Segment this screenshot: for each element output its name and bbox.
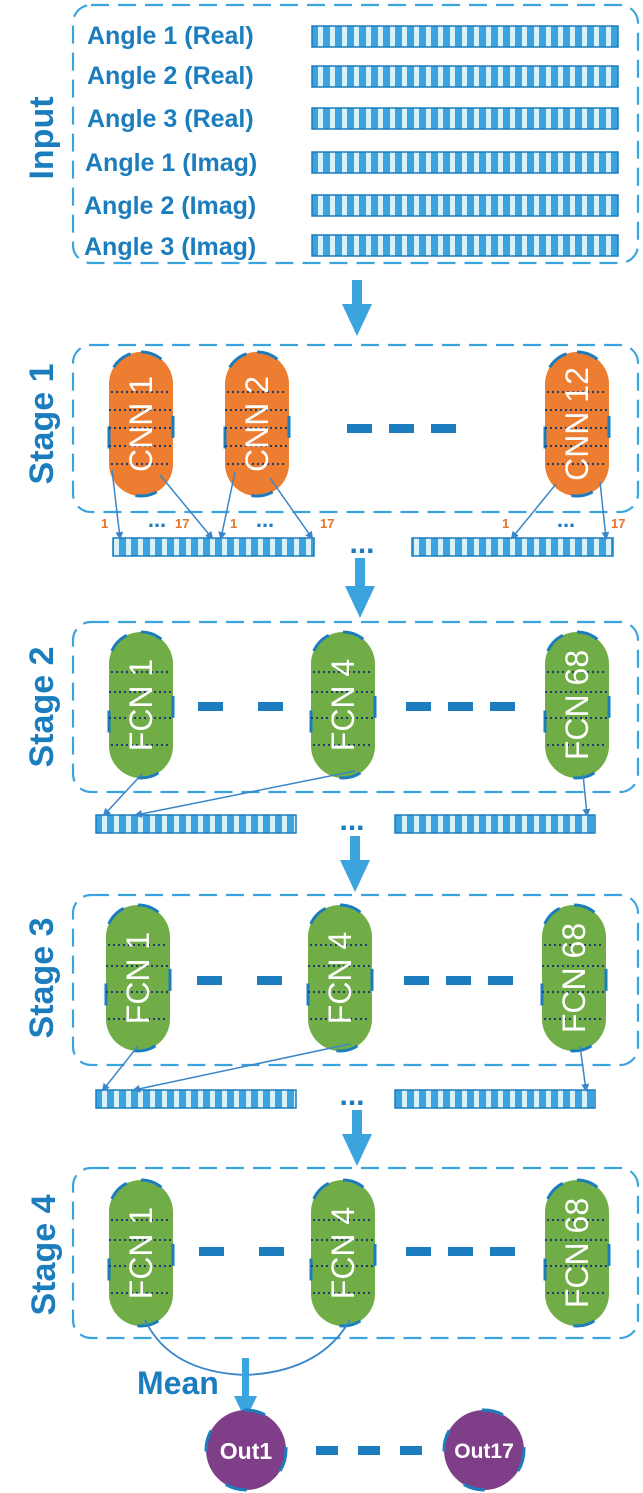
cnn-node-label: CNN 1 (123, 376, 159, 472)
fcn-node: FCN 4 (306, 903, 374, 1053)
input-row-label: Angle 3 (Real) (87, 105, 254, 133)
output-label: Out17 (454, 1440, 514, 1463)
fcn-node-label: FCN 4 (325, 1207, 361, 1299)
ellipsis-dashes (347, 424, 456, 433)
mean-curve (244, 1319, 351, 1376)
input-vector-bar (311, 151, 619, 174)
stage4-section: Stage 4 FCN 1 FCN 4 (25, 1166, 640, 1340)
feature-vector-bar (394, 814, 596, 834)
input-section: Input Angle 1 (Real) Angle 2 (Real) Angl… (23, 3, 640, 265)
ellipsis-dots: ... (349, 527, 374, 560)
cnn-node: CNN 1 (107, 350, 175, 498)
input-vector-bar (311, 25, 619, 48)
mean-label: Mean (137, 1365, 219, 1401)
ellipsis-dashes (199, 1247, 284, 1256)
flow-arrow (345, 558, 375, 618)
fcn-node-label: FCN 4 (322, 932, 358, 1024)
fcn-node: FCN 68 (543, 630, 611, 780)
input-frame (71, 3, 640, 265)
ellipsis-dots: ... (256, 507, 274, 532)
index-label-start: 1 (502, 516, 509, 531)
fcn-node: FCN 1 (107, 630, 175, 780)
stage1-frame (71, 343, 640, 514)
outputs: Out1 Out17 (204, 1408, 526, 1492)
stage3-connections (101, 1043, 590, 1093)
ellipsis-dashes (406, 702, 515, 711)
input-vector-bar (311, 65, 619, 88)
flow-arrow (340, 836, 370, 892)
mean-aggregation: Mean (137, 1319, 351, 1420)
stage4-frame (71, 1166, 640, 1340)
fcn-node-label: FCN 68 (559, 1198, 595, 1308)
flow-arrow (342, 280, 372, 336)
fcn-node: FCN 1 (104, 903, 172, 1053)
fcn-node-label: FCN 4 (325, 659, 361, 751)
input-row-label: Angle 1 (Real) (87, 22, 254, 50)
fcn-node: FCN 68 (540, 903, 608, 1053)
ellipsis-dashes (316, 1446, 422, 1455)
fcn-node-label: FCN 1 (120, 932, 156, 1024)
stage1-section: Stage 1 CNN 1 CNN 2 (23, 343, 640, 514)
input-vector-bar (311, 234, 619, 257)
ellipsis-dashes (198, 702, 283, 711)
input-row-label: Angle 1 (Imag) (85, 149, 257, 177)
feature-vector-bar (394, 1089, 596, 1109)
stage2-output: ... (95, 804, 596, 837)
feature-vector-bar (95, 1089, 297, 1109)
stage3-output: ... (95, 1079, 596, 1112)
stage2-connections (102, 770, 591, 818)
fcn-node-label: FCN 68 (556, 923, 592, 1033)
cnn-node-label: CNN 2 (239, 376, 275, 472)
fcn-node: FCN 1 (107, 1178, 175, 1328)
input-row-label: Angle 3 (Imag) (84, 233, 256, 261)
cnn-node: CNN 12 (543, 350, 611, 498)
output-node: Out1 (204, 1408, 288, 1492)
fcn-node-label: FCN 1 (123, 659, 159, 751)
index-label-end: 17 (320, 516, 334, 531)
mean-curve (144, 1319, 246, 1376)
fcn-node: FCN 4 (309, 1178, 377, 1328)
stage4-stage-label: Stage 4 (25, 1194, 63, 1315)
feature-vector-bar (95, 814, 297, 834)
ellipsis-dots: ... (148, 507, 166, 532)
index-label-end: 17 (611, 516, 625, 531)
input-stage-label: Input (23, 96, 61, 179)
cnn-node: CNN 2 (223, 350, 291, 498)
stage3-section: Stage 3 FCN 1 FCN 4 (23, 893, 640, 1067)
ellipsis-dashes (197, 976, 282, 985)
fcn-node-label: FCN 68 (559, 650, 595, 760)
index-label-end: 17 (175, 516, 189, 531)
stage1-connections (111, 469, 610, 540)
stage1-stage-label: Stage 1 (23, 364, 61, 485)
fcn-node: FCN 68 (543, 1178, 611, 1328)
input-vector-bar (311, 107, 619, 130)
index-label-start: 1 (230, 516, 237, 531)
stage3-stage-label: Stage 3 (23, 918, 61, 1039)
stage1-output: ... 1 ... 17 1 ... 17 1 ... 17 (101, 507, 625, 560)
output-label: Out1 (220, 1438, 273, 1464)
input-row-label: Angle 2 (Real) (87, 62, 254, 90)
input-row-label: Angle 2 (Imag) (84, 192, 256, 220)
flow-arrow (342, 1110, 372, 1166)
feature-vector-bar (411, 537, 614, 557)
stage2-stage-label: Stage 2 (23, 647, 61, 768)
ellipsis-dashes (406, 1247, 515, 1256)
ellipsis-dots: ... (557, 507, 575, 532)
ellipsis-dots: ... (339, 1079, 364, 1112)
index-label-start: 1 (101, 516, 108, 531)
stage2-section: Stage 2 FCN 1 FCN 4 (23, 620, 640, 794)
stage3-frame (71, 893, 640, 1067)
fcn-node-label: FCN 1 (123, 1207, 159, 1299)
ellipsis-dashes (404, 976, 513, 985)
feature-vector-bar (112, 537, 315, 557)
fcn-node: FCN 4 (309, 630, 377, 780)
stage2-frame (71, 620, 640, 794)
input-vector-bar (311, 194, 619, 217)
output-node: Out17 (442, 1408, 526, 1492)
ellipsis-dots: ... (339, 804, 364, 837)
cnn-node-label: CNN 12 (559, 367, 595, 481)
